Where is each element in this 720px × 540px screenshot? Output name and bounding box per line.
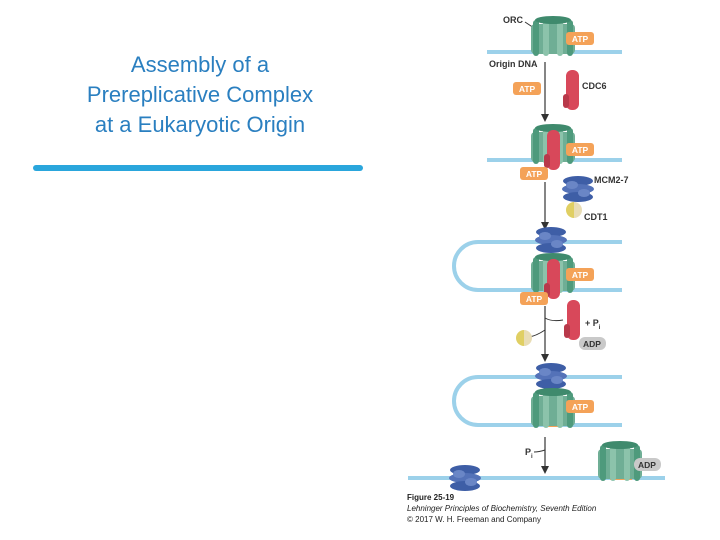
origin-dna-label: Origin DNA [489, 59, 538, 69]
pi-label-4: Pi [525, 447, 533, 460]
atp-text-2a: ATP [572, 145, 589, 155]
looped-dna-3 [452, 240, 622, 292]
cdt1-protein [566, 202, 582, 218]
atp-badge-2a [566, 143, 594, 156]
atp-text-3b: ATP [526, 294, 543, 304]
atp-text-1: ATP [572, 34, 589, 44]
atp-badge-cdc6 [513, 82, 541, 95]
figure-copyright: © 2017 W. H. Freeman and Company [407, 515, 541, 524]
title-line-1: Assembly of a [130, 52, 270, 77]
title-line-3: at a Eukaryotic Origin [94, 112, 306, 137]
atp-badge-3b [520, 292, 548, 305]
atp-badge-2b [520, 167, 548, 180]
mcm-loaded-4 [535, 363, 567, 389]
figure-number: Figure 25-19 [407, 493, 455, 502]
step-arrowhead-4 [541, 466, 549, 474]
adp-text-3: ADP [583, 339, 601, 349]
step-arrowhead-2 [541, 222, 549, 230]
atp-badge-1 [566, 32, 594, 45]
title-underline [33, 165, 363, 171]
step-arrowhead-1 [541, 114, 549, 122]
cdc6-released [564, 300, 580, 340]
figure-book: Lehninger Principles of Biochemistry, Se… [407, 504, 597, 513]
mcm-double-hexamer [449, 465, 481, 491]
cdc6-protein [563, 70, 579, 110]
cdc6-label: CDC6 [582, 81, 607, 91]
slide-title: Assembly of a Prereplicative Complex at … [30, 50, 370, 140]
atp-text-2b: ATP [526, 169, 543, 179]
mcm-loaded-3 [535, 227, 567, 253]
atp-text-4: ATP [572, 402, 589, 412]
mcm-label: MCM2-7 [594, 175, 629, 185]
orc-label: ORC [503, 15, 524, 25]
title-line-2: Prereplicative Complex [86, 82, 314, 107]
looped-dna-4 [452, 375, 622, 427]
atp-text-cdc6: ATP [519, 84, 536, 94]
cdt1-released [516, 330, 532, 346]
cdt1-label: CDT1 [584, 212, 608, 222]
atp-badge-3a [566, 268, 594, 281]
mcm2-7-complex [562, 176, 594, 202]
adp-badge-5 [634, 458, 661, 471]
adp-badge-3 [579, 337, 606, 350]
adp-text-5: ADP [638, 460, 656, 470]
step-arrowhead-3 [541, 354, 549, 362]
pi-release-label: + Pi [585, 318, 601, 331]
release-curve-3a [544, 317, 564, 322]
atp-text-3a: ATP [572, 270, 589, 280]
release-curve-4 [533, 449, 546, 453]
atp-badge-4 [566, 400, 594, 413]
